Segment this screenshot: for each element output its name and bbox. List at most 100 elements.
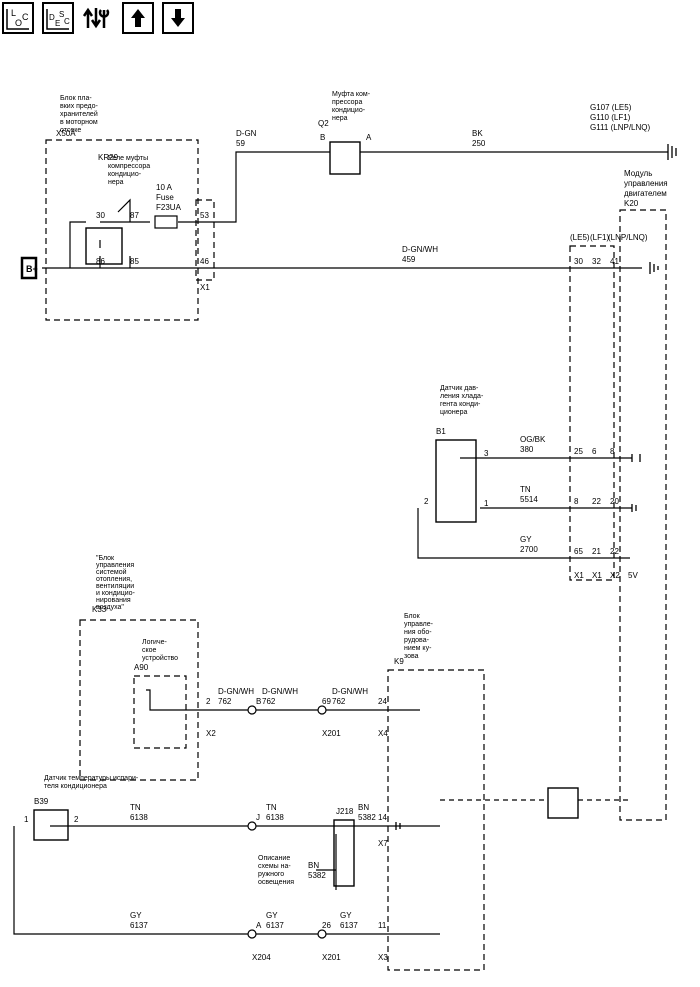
k20-conn-x1a: X1 bbox=[574, 571, 584, 580]
k20-variant-le5: (LE5) bbox=[570, 233, 590, 242]
b39-pin-1: 1 bbox=[24, 815, 29, 824]
wire-5514-color: TN bbox=[520, 485, 531, 494]
q2-desc-0: Муфта ком- bbox=[332, 91, 371, 98]
wire-6137c-num: 6137 bbox=[340, 921, 358, 930]
b1-desc-2: гента конди- bbox=[440, 401, 481, 408]
k20-desc-0: Модуль bbox=[624, 169, 652, 178]
desc-button[interactable]: D E S C bbox=[42, 2, 74, 34]
f23ua-desc: Fuse bbox=[156, 193, 174, 202]
j218-splice bbox=[333, 819, 355, 887]
b-plus-box bbox=[20, 256, 38, 280]
b1-desc-1: ления хлада- bbox=[440, 393, 484, 400]
inline-x7-pin: 14 bbox=[378, 813, 387, 822]
wire-2700-num: 2700 bbox=[520, 545, 538, 554]
kr29-pin-86: 86 bbox=[96, 257, 105, 266]
b39-pin-2: 2 bbox=[74, 815, 79, 824]
k20-desc-1: управления bbox=[624, 179, 668, 188]
wire-2700 bbox=[417, 508, 630, 559]
k20-pin-380-lnp: 8 bbox=[610, 447, 615, 456]
k33-desc-7: воздуха" bbox=[96, 604, 124, 611]
k20-variant-lnp: (LNP/LNQ) bbox=[608, 233, 648, 242]
k20-desc-2: двигателем bbox=[624, 189, 667, 198]
kr29-desc-1: компрессора bbox=[108, 163, 150, 170]
gateway-icon bbox=[547, 787, 579, 819]
kr29-relay bbox=[85, 227, 123, 265]
tools-button[interactable] bbox=[82, 2, 114, 34]
wire-5382a-num: 5382 bbox=[358, 813, 376, 822]
kr29-pin-87: 87 bbox=[130, 211, 139, 220]
k20-conn-x2: X2 bbox=[610, 571, 620, 580]
k20-conn-outline bbox=[569, 245, 615, 581]
lighting-note-0: Описание bbox=[258, 855, 290, 862]
wire-250-num: 250 bbox=[472, 139, 486, 148]
j218-ref: J218 bbox=[336, 807, 354, 816]
wire-250-color: BK bbox=[472, 129, 483, 138]
k9-desc-3: рудова- bbox=[404, 637, 430, 644]
k33-desc-4: вентиляции bbox=[96, 583, 134, 590]
wire-762 bbox=[146, 689, 420, 711]
f23ua-ref: F23UA bbox=[156, 203, 182, 212]
inline-x201a-pin: 69 bbox=[322, 697, 331, 706]
a90-desc-1: ское bbox=[142, 647, 157, 654]
arrow-up-icon bbox=[131, 9, 145, 27]
svg-text:C: C bbox=[22, 12, 29, 22]
b39-sensor bbox=[33, 809, 69, 841]
wire-762a-num: 762 bbox=[218, 697, 232, 706]
q2-desc-1: прессора bbox=[332, 99, 362, 106]
desc-icon: D E S C bbox=[46, 9, 70, 30]
k20-pin-459-lnp: 41 bbox=[610, 257, 619, 266]
kr29-pin-30: 30 bbox=[96, 211, 105, 220]
x50a-desc-4: отсеке bbox=[60, 127, 81, 134]
down-button[interactable] bbox=[162, 2, 194, 34]
svg-text:D: D bbox=[49, 13, 55, 22]
wire-6138a-color: TN bbox=[130, 803, 141, 812]
k9-outline bbox=[387, 669, 485, 971]
x50a-connector: X1 bbox=[200, 283, 210, 292]
k33-desc-6: нирования bbox=[96, 597, 131, 604]
wire-459-num: 459 bbox=[402, 255, 416, 264]
kr29-desc-0: Реле муфты bbox=[108, 155, 148, 162]
q2-pin-a: A bbox=[366, 133, 372, 142]
k20-pin-5514-le5: 8 bbox=[574, 497, 579, 506]
wire-2700-color: GY bbox=[520, 535, 532, 544]
k20-conn-x1b: X1 bbox=[592, 571, 602, 580]
k20-pin-5514-lnp: 20 bbox=[610, 497, 619, 506]
inline-x201b: X201 bbox=[322, 953, 341, 962]
a90-ref: A90 bbox=[134, 663, 149, 672]
k9-desc-1: управле- bbox=[404, 621, 434, 628]
k33-outline bbox=[79, 619, 199, 781]
wire-459-color: D-GN/WH bbox=[402, 245, 438, 254]
loc-button[interactable]: L O C bbox=[2, 2, 34, 34]
wire-5514-num: 5514 bbox=[520, 495, 538, 504]
ground-icon-5382 bbox=[395, 822, 401, 830]
k20-pin-459-le5: 30 bbox=[574, 257, 583, 266]
b1-pin-3: 3 bbox=[484, 449, 489, 458]
k33-ref: K33 bbox=[92, 605, 107, 614]
five-v-label: 5V bbox=[628, 571, 638, 580]
svg-text:C: C bbox=[64, 17, 70, 26]
k20-pin-380-lf1: 6 bbox=[592, 447, 597, 456]
wire-6138b-color: TN bbox=[266, 803, 277, 812]
wire-762a-color: D-GN/WH bbox=[218, 687, 254, 696]
splice-j: J bbox=[256, 813, 260, 822]
up-button[interactable] bbox=[122, 2, 154, 34]
wire-6137b-num: 6137 bbox=[266, 921, 284, 930]
q2-ref: Q2 bbox=[318, 119, 329, 128]
ground-icon-k20 bbox=[649, 262, 659, 274]
inline-x4: X4 bbox=[378, 729, 388, 738]
k20-ref: K20 bbox=[624, 199, 639, 208]
x50a-outline bbox=[45, 139, 199, 321]
wire-762c-num: 762 bbox=[332, 697, 346, 706]
k20-variant-lf1: (LF1) bbox=[590, 233, 609, 242]
wire-59 bbox=[178, 151, 330, 223]
x50a-pin-46: 46 bbox=[200, 257, 209, 266]
inline-x204: X204 bbox=[252, 953, 271, 962]
q2-desc-2: кондицио- bbox=[332, 107, 366, 114]
ground-icon-380 bbox=[631, 454, 641, 462]
a90-desc-2: устройство bbox=[142, 654, 178, 662]
x50a-desc-0: Блок пла- bbox=[60, 95, 92, 102]
k20-pin-459-lf1: 32 bbox=[592, 257, 601, 266]
k33-desc-1: управления bbox=[96, 562, 134, 569]
wire-5382a-color: BN bbox=[358, 803, 369, 812]
